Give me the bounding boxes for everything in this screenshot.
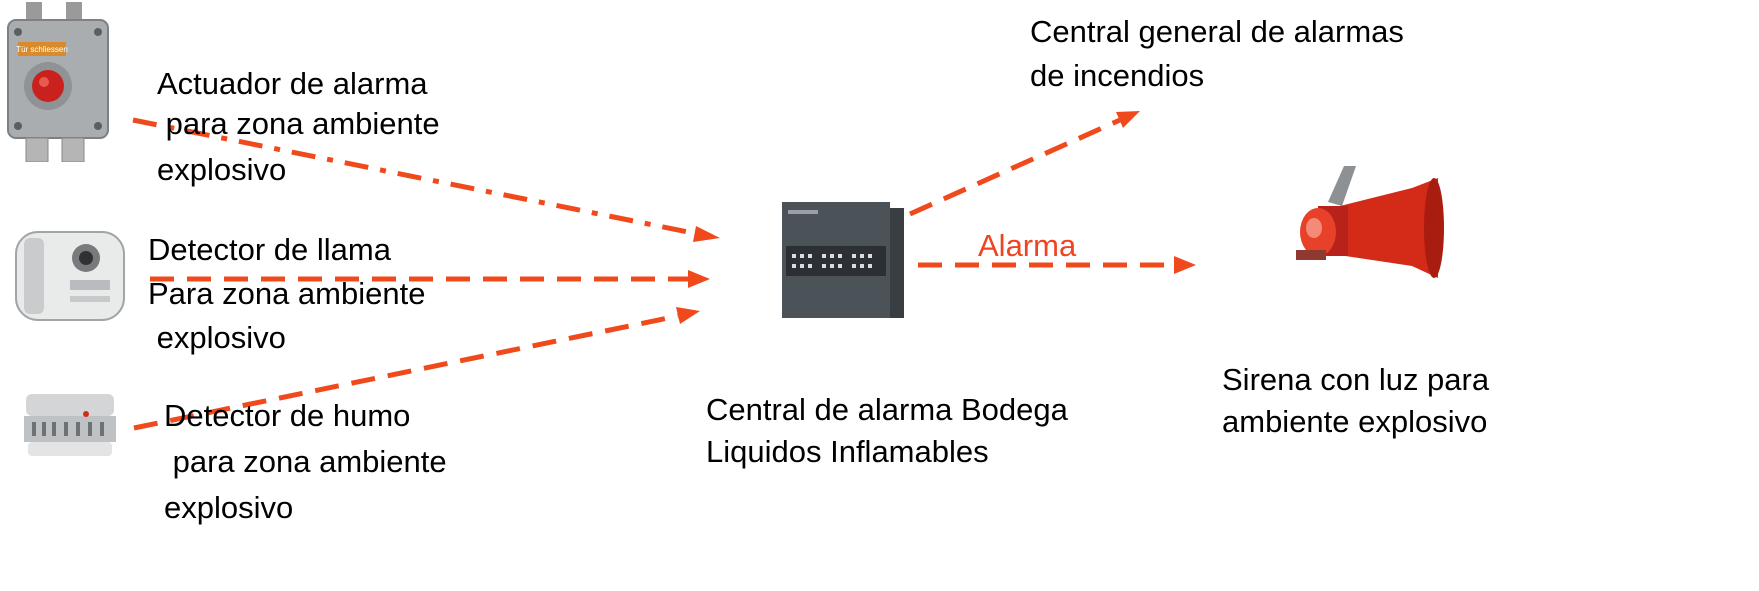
smoke-detector-label-line2: para zona ambiente	[164, 444, 447, 479]
alarm-push-button-icon: Tür schliessen	[4, 2, 114, 163]
arrowhead	[1116, 111, 1140, 128]
central-panel-label-line2: Liquidos Inflamables	[706, 434, 989, 469]
arrowhead	[688, 270, 710, 288]
smoke-detector-icon	[22, 392, 118, 462]
arrow-smoke-to-central	[133, 313, 679, 431]
actuator-label-line3: explosivo	[157, 152, 287, 187]
actuator-label-line1: Actuador de alarma	[157, 66, 428, 101]
arrowhead	[693, 226, 720, 242]
smoke-detector-label-line3: explosivo	[164, 490, 294, 525]
flame-detector-icon	[10, 228, 130, 328]
arrow-actuator-to-central	[132, 117, 699, 237]
alarm-control-panel-icon	[782, 202, 904, 322]
siren-label-line1: Sirena con luz para	[1222, 362, 1490, 397]
siren-label-line2: ambiente explosivo	[1222, 404, 1488, 439]
general-central-label-line2: de incendios	[1030, 58, 1205, 93]
arrow-central-to-general	[908, 117, 1122, 217]
central-panel-label-line1: Central de alarma Bodega	[706, 392, 1068, 427]
alarm-label: Alarma	[978, 228, 1077, 263]
actuator-label-line2: para zona ambiente	[157, 106, 440, 141]
smoke-detector-label-line1: Detector de humo	[164, 398, 411, 433]
arrowhead	[676, 307, 700, 324]
siren-with-beacon-icon	[1262, 158, 1450, 298]
flame-detector-label-line3: explosivo	[148, 320, 286, 355]
flame-detector-label-line1: Detector de llama	[148, 232, 391, 267]
arrowhead	[1174, 256, 1196, 274]
svg-text:Tür schliessen: Tür schliessen	[16, 45, 68, 54]
flame-detector-label-line2: Para zona ambiente	[148, 276, 426, 311]
general-central-label-line1: Central general de alarmas	[1030, 14, 1404, 49]
